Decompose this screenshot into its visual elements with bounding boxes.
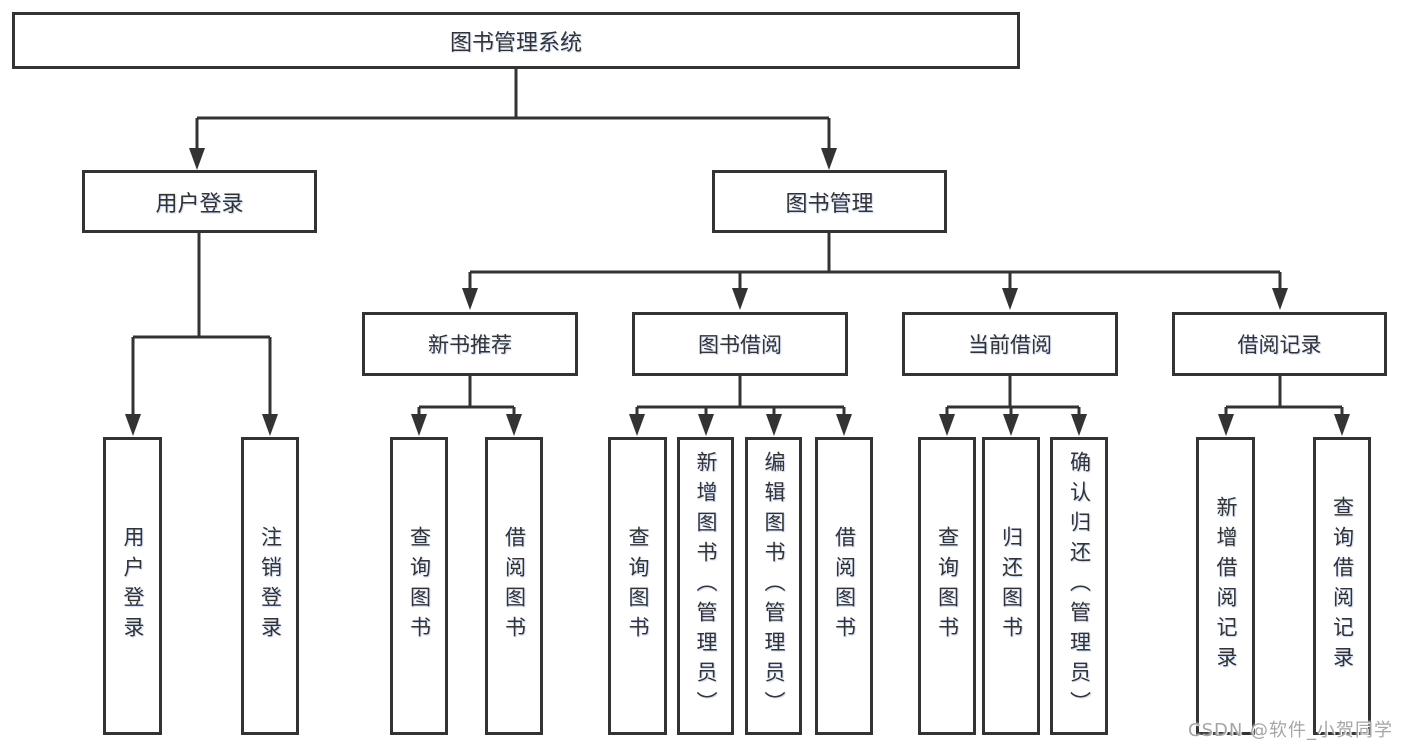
- leaf-label: 确认归还（管理员）: [1067, 451, 1092, 721]
- node-book-borrow: 图书借阅: [632, 312, 848, 376]
- node-book-management: 图书管理: [712, 170, 947, 233]
- leaf-label: 用户登录: [121, 526, 145, 646]
- leaf-confirm-return-admin: 确认归还（管理员）: [1050, 437, 1108, 735]
- node-new-book-recommend: 新书推荐: [362, 312, 578, 376]
- leaf-borrow-books-1: 借阅图书: [485, 437, 543, 735]
- node-current-borrow: 当前借阅: [902, 312, 1118, 376]
- leaf-query-books-3: 查询图书: [918, 437, 976, 735]
- leaf-label: 查询借阅记录: [1330, 496, 1355, 676]
- leaf-query-borrow-record: 查询借阅记录: [1313, 437, 1371, 735]
- leaf-label: 查询图书: [935, 526, 960, 646]
- leaf-return-books: 归还图书: [982, 437, 1040, 735]
- connector-strokes: [131, 68, 1344, 416]
- leaf-query-books-1: 查询图书: [390, 437, 448, 735]
- leaf-user-login: 用户登录: [103, 437, 162, 735]
- leaf-edit-books-admin: 编辑图书（管理员）: [745, 437, 802, 735]
- leaf-label: 新增借阅记录: [1214, 496, 1238, 676]
- leaf-borrow-books-2: 借阅图书: [815, 437, 873, 735]
- leaf-label: 查询图书: [407, 526, 432, 646]
- leaf-logout: 注销登录: [241, 437, 299, 735]
- node-user-login: 用户登录: [82, 170, 317, 233]
- arrowheads: [125, 148, 1350, 436]
- leaf-label: 查询图书: [626, 526, 650, 646]
- leaf-label: 归还图书: [999, 526, 1024, 646]
- leaf-label: 注销登录: [258, 526, 283, 646]
- node-root-system: 图书管理系统: [12, 12, 1020, 69]
- leaf-add-borrow-record: 新增借阅记录: [1196, 437, 1255, 735]
- node-borrow-records: 借阅记录: [1172, 312, 1387, 376]
- csdn-watermark: CSDN @软件_小贺同学: [1188, 720, 1394, 741]
- leaf-label: 借阅图书: [832, 526, 857, 646]
- leaf-label: 借阅图书: [502, 526, 527, 646]
- leaf-add-books-admin: 新增图书（管理员）: [677, 437, 734, 735]
- leaf-query-books-2: 查询图书: [608, 437, 667, 735]
- leaf-label: 编辑图书（管理员）: [762, 451, 786, 721]
- leaf-label: 新增图书（管理员）: [694, 451, 718, 721]
